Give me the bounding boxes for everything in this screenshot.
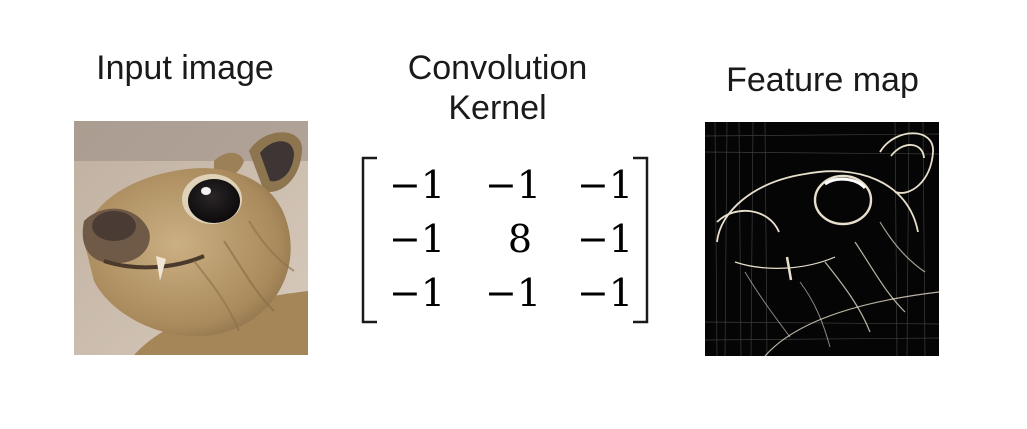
kernel-cell: −1 [577,217,633,261]
left-bracket [361,156,377,324]
kernel-cell: −1 [485,163,541,207]
input-image [74,121,308,355]
input-image-illustration [74,121,308,355]
convolution-label-line2: Kernel [448,89,547,127]
right-bracket [633,156,649,324]
feature-map-image [704,121,940,357]
kernel-cell: −1 [389,271,445,315]
kernel-matrix: −1 −1 −1 −1 8 −1 −1 −1 −1 [355,150,655,330]
convolution-kernel-label: Convolution Kernel [360,48,635,128]
feature-map-label: Feature map [726,61,919,99]
kernel-cell: −1 [577,271,633,315]
kernel-cell: −1 [389,163,445,207]
kernel-cell: −1 [389,217,445,261]
kernel-matrix-graphic: −1 −1 −1 −1 8 −1 −1 −1 −1 [361,156,649,324]
kernel-cell: −1 [577,163,633,207]
input-image-label: Input image [96,49,274,87]
convolution-label-line1: Convolution [407,49,588,87]
feature-map-illustration [704,121,940,357]
kernel-cell: −1 [485,271,541,315]
kernel-cell: 8 [508,217,532,261]
